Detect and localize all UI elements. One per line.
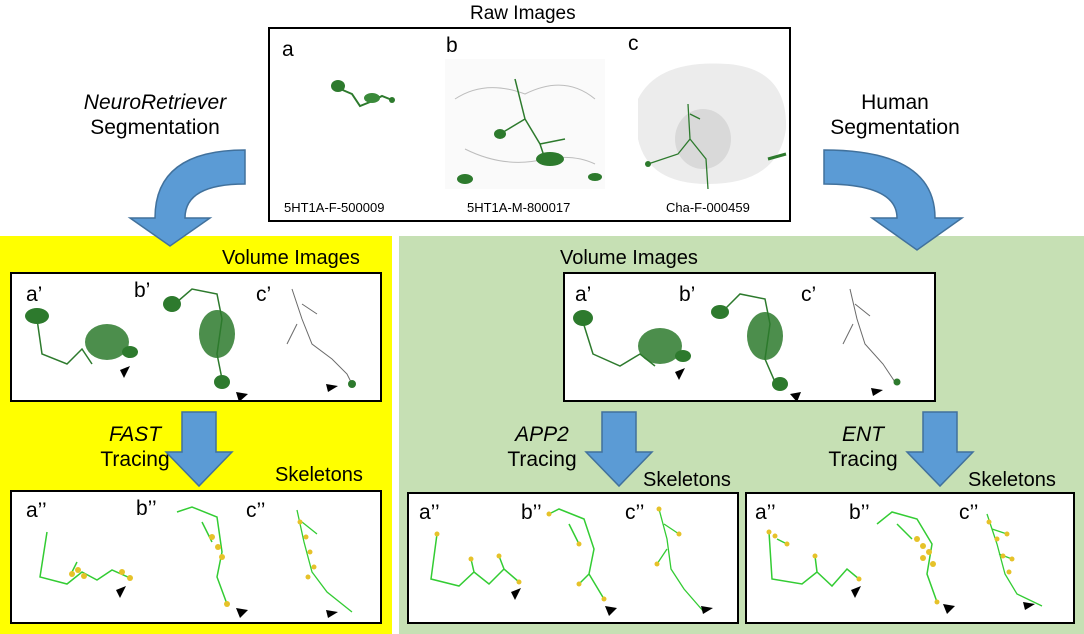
left-skeleton-panel: a’’ b’’ c’’ — [10, 490, 382, 624]
left-method-label: NeuroRetriever Segmentation — [60, 90, 250, 140]
right-skeleton-b-label-a: a’’ — [755, 501, 776, 524]
left-tracing-word: Tracing — [100, 448, 170, 472]
raw-image-a — [331, 80, 395, 108]
raw-caption-b: 5HT1A-M-800017 — [467, 200, 571, 215]
left-down-arrow — [164, 411, 234, 488]
right-tracing-a-method: APP2 — [515, 423, 569, 446]
right-skeleton-b-label-c: c’’ — [959, 501, 979, 524]
right-volume-label-a: a’ — [575, 283, 592, 306]
right-volume-panel: a’ b’ c’ — [563, 272, 936, 402]
right-skeleton-a-title: Skeletons — [643, 469, 731, 491]
left-method-type: Segmentation — [90, 116, 220, 140]
left-volume-label-a: a’ — [26, 283, 43, 306]
right-down-arrow-b — [905, 411, 975, 488]
raw-caption-c: Cha-F-000459 — [666, 200, 750, 215]
right-method-name: Human — [861, 91, 929, 114]
right-tracing-a-label: APP2 Tracing — [497, 422, 587, 472]
right-skeleton-a-panel: a’’ b’’ c’’ — [407, 492, 739, 624]
right-skeleton-a-label-a: a’’ — [419, 501, 440, 524]
right-method-type: Segmentation — [830, 116, 960, 140]
left-volume-title: Volume Images — [222, 247, 360, 269]
raw-label-b: b — [446, 34, 458, 57]
left-volume-label-b: b’ — [134, 279, 151, 302]
left-volume-neurons — [25, 288, 356, 402]
left-skeleton-title: Skeletons — [275, 464, 363, 486]
right-volume-label-c: c’ — [801, 283, 817, 306]
left-volume-label-c: c’ — [256, 283, 272, 306]
right-tracing-b-word: Tracing — [828, 448, 898, 472]
raw-label-a: a — [282, 38, 294, 61]
left-skeleton-label-a: a’’ — [26, 499, 47, 522]
raw-caption-a: 5HT1A-F-500009 — [284, 200, 385, 215]
left-volume-panel: a’ b’ c’ — [10, 272, 382, 402]
right-down-arrow-a — [584, 411, 654, 488]
left-skeleton-label-b: b’’ — [136, 497, 157, 520]
left-method-name: NeuroRetriever — [83, 91, 227, 114]
right-tracing-b-method: ENT — [842, 423, 884, 446]
left-skeleton-traces — [39, 506, 353, 618]
right-method-label: Human Segmentation — [820, 90, 970, 140]
raw-label-c: c — [628, 32, 639, 55]
right-skeleton-a-traces — [430, 506, 713, 616]
right-volume-label-b: b’ — [679, 283, 696, 306]
right-skeleton-b-panel: a’’ b’’ c’’ — [745, 492, 1075, 624]
right-curved-arrow — [823, 149, 965, 251]
right-skeleton-b-traces — [766, 511, 1043, 614]
left-curved-arrow — [127, 149, 246, 247]
raw-images-panel: a b c 5HT1A-F-500009 5HT1A-M-800017 Cha-… — [268, 27, 791, 222]
right-skeleton-a-label-c: c’’ — [625, 501, 645, 524]
left-tracing-method: FAST — [108, 423, 162, 446]
right-volume-title: Volume Images — [560, 247, 698, 269]
left-tracing-label: FAST Tracing — [100, 422, 170, 472]
right-tracing-a-word: Tracing — [507, 448, 577, 472]
raw-images-title: Raw Images — [470, 3, 576, 24]
right-skeleton-b-title: Skeletons — [968, 469, 1056, 491]
raw-image-c — [638, 63, 787, 190]
raw-image-b — [445, 59, 605, 189]
right-tracing-b-label: ENT Tracing — [818, 422, 908, 472]
right-skeleton-a-label-b: b’’ — [521, 501, 542, 524]
right-volume-neurons — [573, 288, 901, 402]
right-skeleton-b-label-b: b’’ — [849, 501, 870, 524]
left-skeleton-label-c: c’’ — [246, 499, 266, 522]
